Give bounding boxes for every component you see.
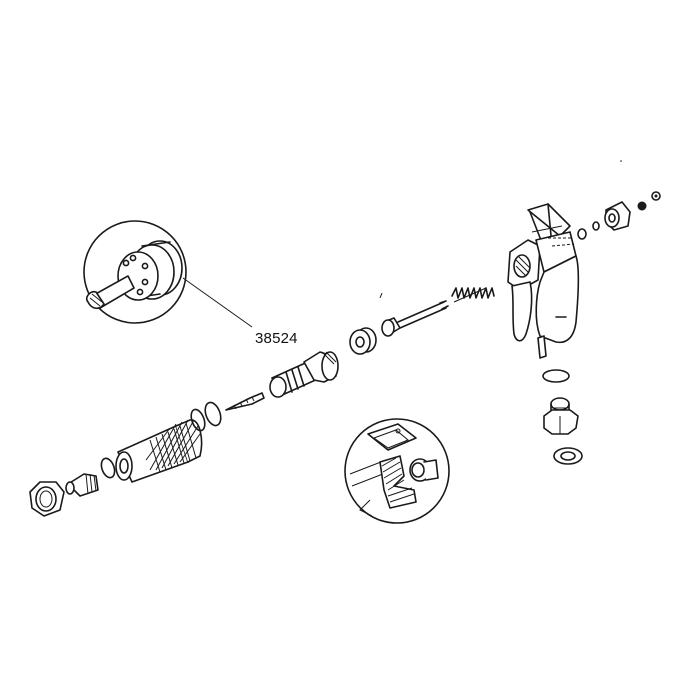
- swivel-fitting: [543, 397, 579, 435]
- rear-nut-b: [651, 191, 661, 201]
- retaining-ring-a: [190, 408, 206, 432]
- small-seal-rear: [592, 221, 600, 231]
- callout-leader-line: [182, 277, 253, 328]
- packing-seal: [349, 327, 377, 355]
- retaining-ring-b: [204, 401, 222, 427]
- retaining-ring-small: [100, 457, 116, 479]
- part-number-callout: 38524: [255, 330, 298, 347]
- small-washer-rear: [577, 228, 587, 240]
- trigger: [511, 281, 533, 342]
- hex-nut-front: [29, 481, 65, 517]
- knurled-nozzle-body: [115, 419, 203, 483]
- washer: [553, 447, 583, 465]
- needle-rod: [381, 300, 449, 337]
- spring: [451, 287, 495, 303]
- nozzle-tip: [65, 473, 99, 497]
- valve-cartridge: [269, 351, 339, 398]
- gun-body-handle: [507, 203, 580, 359]
- rear-nut-a: [637, 201, 647, 211]
- o-ring: [542, 369, 570, 383]
- detail-circle-bottom-center: [344, 418, 450, 524]
- detail-circle-top-left: [83, 220, 253, 328]
- rear-packing-nut: [604, 201, 631, 231]
- needle-tip: [225, 392, 265, 411]
